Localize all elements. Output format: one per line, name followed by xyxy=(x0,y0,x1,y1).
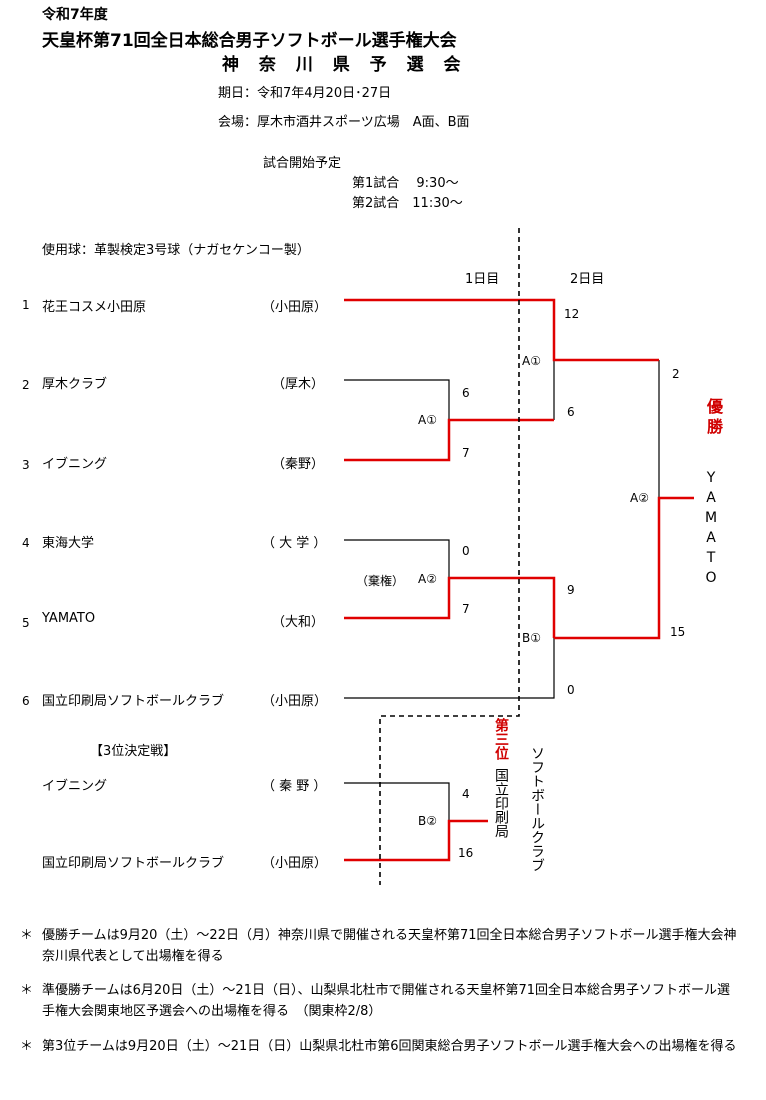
schedule-heading: 試合開始予定 xyxy=(263,156,342,171)
tournament-title: 天皇杯第71回全日本総合男子ソフトボール選手権大会 xyxy=(42,31,457,51)
match-label-a2: A② xyxy=(418,572,437,586)
team-region: （ 秦 野 ） xyxy=(262,779,327,794)
team-name: イブニング xyxy=(42,457,108,472)
match-label-b2: B② xyxy=(418,814,437,828)
team-region: （秦野） xyxy=(272,457,325,472)
third-place-label: 第三位 xyxy=(493,718,509,760)
third-place-winner-line1: 国立印刷局 xyxy=(493,768,509,838)
team-name: 国立印刷局ソフトボールクラブ xyxy=(42,856,225,871)
team-region: （小田原） xyxy=(262,300,328,315)
match-label-day2-a1: A① xyxy=(522,354,541,368)
team-number: 2 xyxy=(22,378,30,392)
match-label-final: A② xyxy=(630,491,649,505)
team-region: （大和） xyxy=(272,615,325,630)
third-place-winner-line2: ソフトボールクラブ xyxy=(529,746,545,872)
third-place-heading: 【3位決定戦】 xyxy=(90,744,177,759)
tournament-subtitle: 神 奈 川 県 予 選 会 xyxy=(222,55,468,75)
era-label: 令和7年度 xyxy=(42,7,108,23)
team-number: 1 xyxy=(22,298,30,312)
day2-label: 2日目 xyxy=(570,272,605,287)
match-score: 7 xyxy=(462,602,470,616)
schedule-game1: 第1試合 9:30～ xyxy=(352,176,459,191)
note-mark: ＊ xyxy=(20,928,34,943)
team-name: 国立印刷局ソフトボールクラブ xyxy=(42,694,225,709)
note-text: 優勝チームは9月20（土）～22日（月）神奈川県で開催される天皇杯第71回全日本… xyxy=(42,928,737,964)
team-name: 花王コスメ小田原 xyxy=(42,300,147,315)
team-region: （ 大 学 ） xyxy=(262,536,327,551)
note-3: ＊ 第3位チームは9月20日（土）～21日（日）山梨県北杜市第6回関東総合男子ソフ… xyxy=(20,1036,742,1057)
team-region: （小田原） xyxy=(262,856,328,871)
match-score: 0 xyxy=(462,544,470,558)
match-score: 2 xyxy=(672,367,680,381)
note-2: ＊ 準優勝チームは6月20日（土）～21日（日）、山梨県北杜市で開催される天皇杯第… xyxy=(20,980,742,1022)
match-score: 16 xyxy=(458,846,474,860)
champion-label: 優勝 xyxy=(704,398,723,438)
note-1: ＊ 優勝チームは9月20（土）～22日（月）神奈川県で開催される天皇杯第71回全日… xyxy=(20,925,742,967)
match-score: 7 xyxy=(462,446,470,460)
match-score: 6 xyxy=(567,405,575,419)
team-name: 東海大学 xyxy=(42,536,95,551)
note-mark: ＊ xyxy=(20,983,34,998)
team-region: （小田原） xyxy=(262,694,328,709)
match-label-a1: A① xyxy=(418,413,437,427)
day1-label: 1日目 xyxy=(465,272,500,287)
team-number: 6 xyxy=(22,694,30,708)
team-number: 4 xyxy=(22,536,30,550)
match-score: 4 xyxy=(462,787,470,801)
dates-text: 期日：令和7年4月20日･27日 xyxy=(218,86,392,101)
venue-text: 会場：厚木市酒井スポーツ広場 A面、B面 xyxy=(218,115,470,130)
team-number: 3 xyxy=(22,458,30,472)
schedule-game2: 第2試合 11:30～ xyxy=(352,196,463,211)
note-text: 第3位チームは9月20日（土）～21日（日）山梨県北杜市第6回関東総合男子ソフト… xyxy=(42,1039,737,1054)
match-score: 9 xyxy=(567,583,575,597)
note-mark: ＊ xyxy=(20,1039,34,1054)
match-score: 0 xyxy=(567,683,575,697)
match-label-b1: B① xyxy=(522,631,541,645)
match-score: 12 xyxy=(564,307,580,321)
match-score: 6 xyxy=(462,386,470,400)
match-score: 15 xyxy=(670,625,686,639)
team-name: YAMATO xyxy=(42,611,96,626)
champion-team: YAMATO xyxy=(704,470,718,586)
ball-note: 使用球：革製検定3号球（ナガセケンコー製） xyxy=(42,243,310,258)
note-text: 準優勝チームは6月20日（土）～21日（日）、山梨県北杜市で開催される天皇杯第7… xyxy=(42,983,731,1019)
team-name: イブニング xyxy=(42,779,108,794)
team-name: 厚木クラブ xyxy=(42,377,108,392)
team-region: （厚木） xyxy=(272,377,325,392)
bracket-black-lines xyxy=(344,360,660,821)
day-separator xyxy=(379,228,520,885)
team-number: 5 xyxy=(22,616,30,630)
bracket-red-lines xyxy=(344,298,694,862)
forfeit-note: （棄権） xyxy=(356,574,405,588)
